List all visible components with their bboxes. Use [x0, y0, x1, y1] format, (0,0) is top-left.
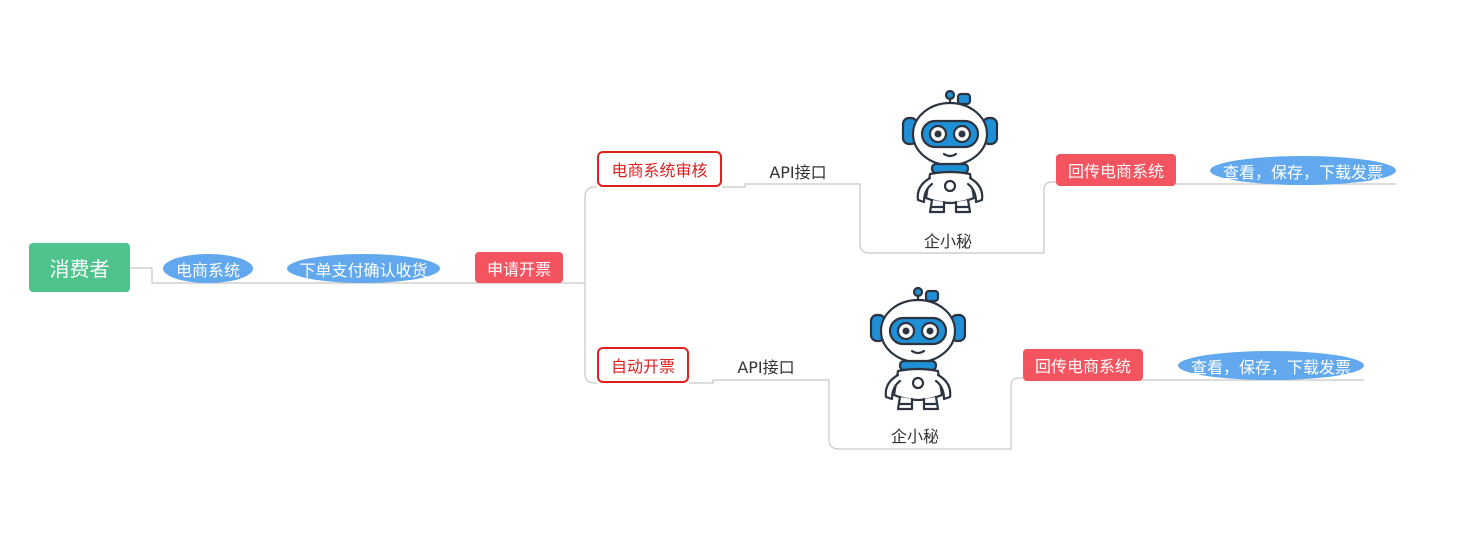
robot-label: 企小秘 [923, 232, 972, 251]
connector-line [584, 186, 597, 283]
robot-icon [860, 285, 972, 415]
robot-label: 企小秘 [890, 427, 939, 446]
branch-api-label: API接口 [769, 163, 827, 182]
branch-node-auto-invoice[interactable]: 自动开票 [597, 347, 689, 383]
trunk-node-order-payment[interactable]: 下单支付确认收货 [287, 254, 440, 283]
branch-node-return-ecommerce[interactable]: 回传电商系统 [1023, 349, 1143, 381]
connector-line [584, 283, 597, 384]
branch-api-label: API接口 [737, 358, 795, 377]
trunk-node-apply-invoice[interactable]: 申请开票 [475, 252, 563, 283]
trunk-node-ecommerce-system[interactable]: 电商系统 [163, 254, 253, 283]
root-node-consumer[interactable]: 消费者 [29, 243, 130, 292]
connector-line [130, 267, 585, 284]
final-node-view-save-download[interactable]: 查看，保存，下载发票 [1210, 156, 1396, 185]
branch-node-ecommerce-review[interactable]: 电商系统审核 [597, 151, 722, 187]
robot-icon [892, 88, 1004, 218]
connector-line [689, 377, 1023, 450]
branch-node-return-ecommerce[interactable]: 回传电商系统 [1056, 154, 1176, 186]
connector-line [722, 181, 1056, 254]
final-node-view-save-download[interactable]: 查看，保存，下载发票 [1178, 351, 1364, 380]
